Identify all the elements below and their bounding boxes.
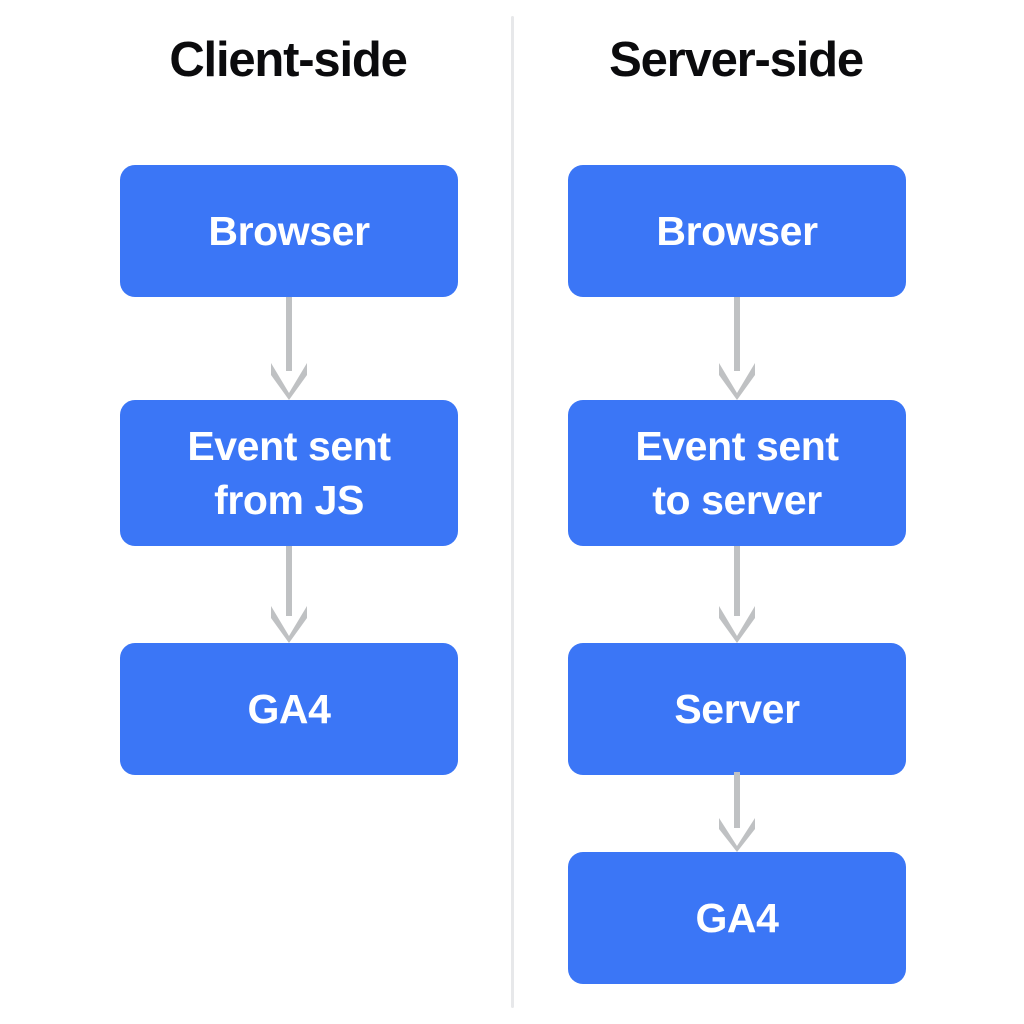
node-label: Browser [208,207,370,254]
node-label: Event sent from JS [187,422,391,523]
node-label: GA4 [247,685,331,732]
node-event-sent-from-js[interactable]: Event sent from JS [120,400,458,546]
column-divider [511,16,514,1008]
node-browser-server[interactable]: Browser [568,165,906,297]
node-label: Event sent to server [635,422,839,523]
column-client-side: Client-side Browser Event sent from JS G… [64,0,512,1024]
arrow-down-icon-browser-to-event [718,297,756,400]
arrow-down-icon-event-to-server [718,546,756,643]
arrow-down-icon-event-to-ga4 [270,546,308,643]
node-ga4-client[interactable]: GA4 [120,643,458,775]
arrow-down-icon-browser-to-event [270,297,308,400]
column-title-server-side: Server-side [609,33,864,87]
node-label: Server [674,685,800,732]
node-event-sent-to-server[interactable]: Event sent to server [568,400,906,546]
column-title-client-side: Client-side [169,33,407,87]
node-browser-client[interactable]: Browser [120,165,458,297]
column-server-side: Server-side Browser Event sent to server… [512,0,960,1024]
node-ga4-server[interactable]: GA4 [568,852,906,984]
node-label: GA4 [695,894,779,941]
node-server[interactable]: Server [568,643,906,775]
node-label: Browser [656,207,818,254]
arrow-down-icon-server-to-ga4 [718,772,756,852]
